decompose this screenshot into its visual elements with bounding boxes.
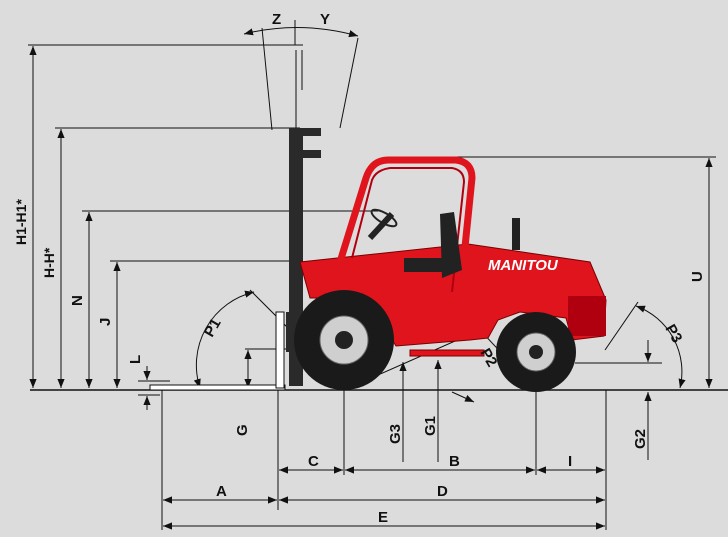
front-wheel — [294, 290, 394, 390]
forklift-body: MANITOU — [299, 218, 607, 357]
vertical-dimensions — [29, 46, 713, 460]
forks — [149, 311, 286, 391]
label-a: A — [216, 483, 227, 500]
horizontal-dimensions — [161, 360, 607, 530]
label-p2: P2 — [477, 346, 501, 370]
cab-interior — [367, 208, 462, 278]
label-b: B — [449, 453, 460, 470]
label-g2: G2 — [632, 429, 649, 449]
label-i: I — [568, 453, 572, 470]
reference-lines — [28, 44, 716, 396]
label-e: E — [378, 509, 388, 526]
dimension-labels: Z Y H1-H1* H-H* N J L P1 P2 P3 U G G1 G2… — [13, 11, 706, 526]
label-h: H-H* — [41, 247, 57, 278]
label-c: C — [308, 453, 319, 470]
label-y: Y — [320, 11, 330, 28]
label-z: Z — [272, 11, 281, 28]
label-g3: G3 — [387, 424, 404, 444]
label-d: D — [437, 483, 448, 500]
label-p3: P3 — [662, 322, 686, 346]
label-n: N — [69, 295, 86, 306]
label-u: U — [689, 271, 706, 282]
rear-wheel — [496, 312, 576, 392]
label-g1: G1 — [422, 416, 439, 436]
brand-logo: MANITOU — [488, 257, 559, 274]
label-l: L — [127, 355, 144, 364]
label-j: J — [97, 318, 114, 326]
cab-frame — [336, 156, 476, 297]
label-h1: H1-H1* — [13, 199, 29, 245]
label-p1: P1 — [201, 316, 225, 340]
mast-tilt-lines — [243, 20, 359, 131]
label-g: G — [234, 424, 251, 436]
